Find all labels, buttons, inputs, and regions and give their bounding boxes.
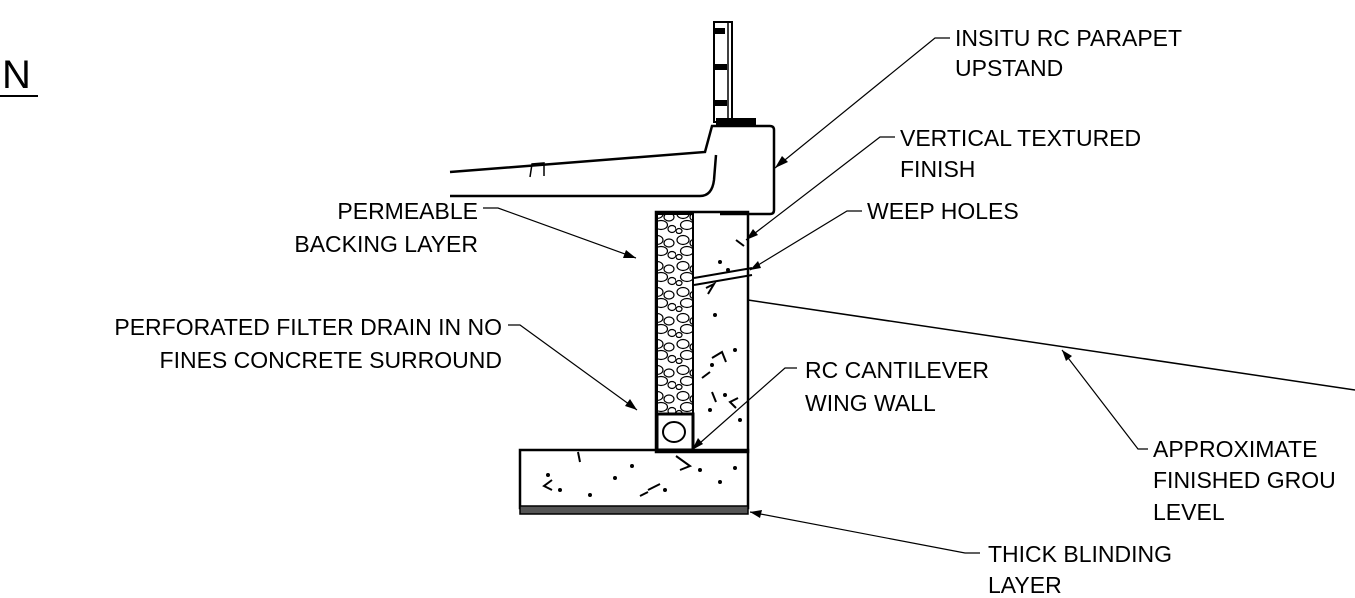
label-textured-line1: VERTICAL TEXTURED xyxy=(900,125,1141,151)
label-parapet-line2: UPSTAND xyxy=(955,55,1063,81)
leader-ground xyxy=(1061,349,1148,450)
ground-level-line xyxy=(747,299,1355,391)
leader-permeable xyxy=(483,207,637,259)
rail-base-plate xyxy=(716,118,756,126)
label-permeable-line2: BACKING LAYER xyxy=(294,231,478,257)
label-blinding: THICK BLINDING LAYER xyxy=(988,541,1172,598)
arrow-permeable xyxy=(623,250,636,258)
leader-weep xyxy=(749,210,862,271)
base-outline xyxy=(518,448,750,510)
arrow-textured xyxy=(746,229,758,240)
label-ground: APPROXIMATE FINISHED GROU LEVEL xyxy=(1153,436,1336,525)
leader-cantilever xyxy=(691,367,797,451)
label-parapet: INSITU RC PARAPET UPSTAND xyxy=(955,25,1182,81)
leader-arrows xyxy=(623,156,1072,518)
label-permeable-line1: PERMEABLE xyxy=(337,198,478,224)
base-slab xyxy=(518,448,750,515)
deck-kerb xyxy=(529,162,545,178)
label-drain: PERFORATED FILTER DRAIN IN NO FINES CONC… xyxy=(114,314,502,373)
label-cantilever: RC CANTILEVER WING WALL xyxy=(805,357,989,416)
label-blinding-line2: LAYER xyxy=(988,572,1062,598)
label-ground-line3: LEVEL xyxy=(1153,499,1225,525)
arrow-weep xyxy=(750,261,761,270)
title-text: N xyxy=(2,53,31,97)
label-cantilever-line1: RC CANTILEVER xyxy=(805,357,989,383)
deck-soffit xyxy=(450,154,718,198)
arrow-ground xyxy=(1062,350,1072,361)
leader-lines xyxy=(483,37,1148,554)
weep-hole-line xyxy=(693,274,753,286)
rail-bolt xyxy=(715,100,727,106)
permeable-backing-layer xyxy=(656,213,694,415)
label-drain-line1: PERFORATED FILTER DRAIN IN NO xyxy=(114,314,502,340)
blinding-layer xyxy=(519,505,749,515)
label-textured: VERTICAL TEXTURED FINISH xyxy=(900,125,1141,182)
title-fragment: N xyxy=(0,53,38,97)
label-weep-line1: WEEP HOLES xyxy=(867,198,1019,224)
label-ground-line2: FINISHED GROU xyxy=(1153,467,1336,493)
concrete-hatch xyxy=(542,239,745,497)
arrow-drain xyxy=(625,399,637,410)
arrow-parapet xyxy=(775,156,788,168)
leader-textured xyxy=(745,136,895,241)
label-blinding-line1: THICK BLINDING xyxy=(988,541,1172,567)
wall-stem xyxy=(654,210,750,454)
leader-blinding xyxy=(749,511,980,554)
parapet-rail xyxy=(713,21,756,126)
arrow-blinding xyxy=(750,510,762,518)
leader-drain xyxy=(508,324,638,411)
weep-hole-line xyxy=(693,267,753,279)
label-drain-line2: FINES CONCRETE SURROUND xyxy=(160,347,502,373)
label-weep: WEEP HOLES xyxy=(867,198,1019,224)
arrow-cantilever xyxy=(692,438,703,450)
deck-and-parapet xyxy=(449,124,776,216)
drain-pipe xyxy=(662,421,686,443)
label-cantilever-line2: WING WALL xyxy=(805,390,936,416)
label-parapet-line1: INSITU RC PARAPET xyxy=(955,25,1182,51)
weep-hole xyxy=(693,267,753,286)
rail-bolt xyxy=(715,64,727,70)
label-permeable: PERMEABLE BACKING LAYER xyxy=(294,198,478,257)
rail-bolt xyxy=(715,28,725,34)
label-ground-line1: APPROXIMATE xyxy=(1153,436,1317,462)
rail-post xyxy=(713,21,733,123)
label-textured-line2: FINISH xyxy=(900,156,975,182)
leader-parapet xyxy=(774,37,950,169)
parapet-outline xyxy=(449,124,776,216)
